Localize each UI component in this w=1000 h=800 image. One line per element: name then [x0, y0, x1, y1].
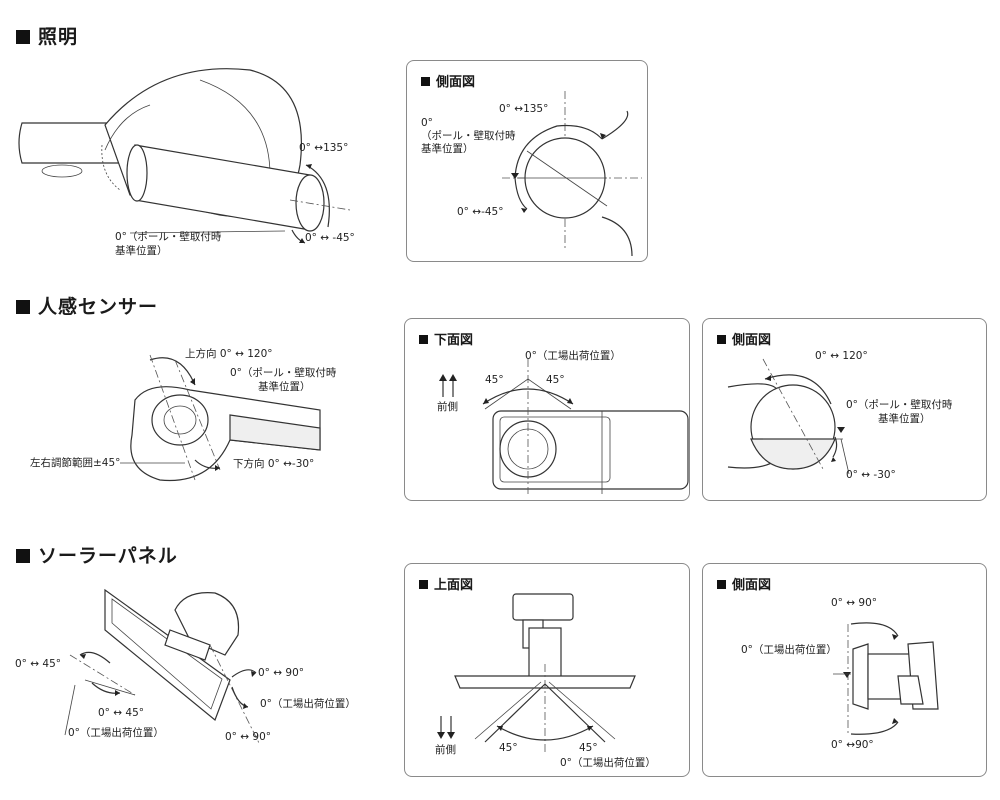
solar-side-angle-90-top-label: 0° ↔ 90° — [831, 597, 878, 609]
square-bullet-icon — [717, 335, 726, 344]
sensor-bottom-view-panel: 下面図 0°（工場出荷位置） 45° 45° 前側 — [404, 318, 690, 501]
solar-side-view-title: 側面図 — [717, 574, 771, 593]
lighting-angle-minus45-label: 0° ↔ -45° — [305, 232, 355, 244]
sensor-side-view-title-text: 側面図 — [732, 333, 772, 348]
lighting-side-angle-135-label: 0° ↔135° — [499, 103, 549, 115]
solar-side-view-diagram — [833, 622, 939, 735]
lighting-fixture-illustration — [18, 68, 351, 244]
solar-angle-45-top-label: 0° ↔ 45° — [15, 658, 62, 670]
sensor-bottom-45-left-label: 45° — [485, 374, 504, 386]
solar-top-view-title-text: 上面図 — [434, 578, 474, 593]
sensor-down-direction-label: 下方向 0° ↔-30° — [233, 458, 315, 470]
motion-sensor-illustration — [120, 354, 321, 482]
lighting-side-base-label-2: （ポール・壁取付時 — [421, 130, 516, 142]
section-title-motion-sensor-text: 人感センサー — [38, 296, 159, 318]
sensor-side-angle-minus30-label: 0° ↔ -30° — [846, 469, 896, 481]
sensor-up-direction-label: 上方向 0° ↔ 120° — [185, 348, 273, 360]
solar-top-view-title: 上面図 — [419, 574, 473, 593]
lighting-base-position-label-2: 基準位置） — [115, 245, 168, 257]
square-bullet-icon — [16, 300, 30, 314]
solar-top-45-left-label: 45° — [499, 742, 518, 754]
sensor-bottom-view-title: 下面図 — [419, 329, 473, 348]
solar-angle-90-bottom-label: 0° ↔ 90° — [225, 731, 272, 743]
lighting-side-view-panel: 側面図 0° ↔135° 0° （ポール・壁取付時 基準位置） 0° ↔-45° — [406, 60, 648, 262]
lighting-side-base-label-1: 0° — [421, 117, 433, 129]
solar-top-factory-label: 0°（工場出荷位置） — [560, 757, 656, 769]
section-title-solar-panel: ソーラーパネル — [16, 541, 178, 568]
lighting-angle-135-label: 0° ↔135° — [299, 142, 349, 154]
solar-top-45-right-label: 45° — [579, 742, 598, 754]
sensor-bottom-45-right-label: 45° — [546, 374, 565, 386]
sensor-lr-range-label: 左右調節範囲±45° — [30, 457, 121, 469]
sensor-side-base-label-2: 基準位置） — [878, 413, 931, 425]
square-bullet-icon — [421, 77, 430, 86]
section-title-lighting-text: 照明 — [38, 26, 79, 48]
solar-angle-45-bottom-label: 0° ↔ 45° — [98, 707, 145, 719]
square-bullet-icon — [717, 580, 726, 589]
sensor-side-view-title: 側面図 — [717, 329, 771, 348]
solar-factory-right-label: 0°（工場出荷位置） — [260, 698, 356, 710]
sensor-bottom-view-title-text: 下面図 — [434, 333, 474, 348]
sensor-base-position-label-1: 0°（ポール・壁取付時 — [230, 367, 337, 379]
solar-factory-left-label: 0°（工場出荷位置） — [68, 727, 164, 739]
lighting-side-base-label-3: 基準位置） — [421, 143, 474, 155]
section-title-lighting: 照明 — [16, 22, 78, 49]
sensor-bottom-front-label: 前側 — [437, 401, 458, 413]
sensor-side-angle-120-label: 0° ↔ 120° — [815, 350, 868, 362]
section-title-motion-sensor: 人感センサー — [16, 292, 158, 319]
lighting-main-drawing: 0° ↔135° 0°（ポール・壁取付時 基準位置） 0° ↔ -45° — [10, 55, 390, 270]
sensor-base-position-label-2: 基準位置） — [258, 381, 311, 393]
square-bullet-icon — [16, 549, 30, 563]
sensor-side-base-label-1: 0°（ポール・壁取付時 — [846, 399, 953, 411]
solar-side-view-panel: 側面図 0° ↔ 90° 0°（工場出荷位置） 0° ↔90° — [702, 563, 987, 777]
solar-main-drawing: 0° ↔ 45° 0° ↔ 45° 0°（工場出荷位置） 0° ↔ 90° 0°… — [10, 585, 390, 760]
sensor-main-drawing: 上方向 0° ↔ 120° 0°（ポール・壁取付時 基準位置） 左右調節範囲±4… — [20, 340, 390, 490]
sensor-side-view-panel: 側面図 0° ↔ 120° 0°（ポール・壁取付時 基準位置） 0° ↔ -30… — [702, 318, 987, 501]
sensor-side-view-diagram — [727, 358, 850, 475]
solar-panel-illustration — [64, 588, 261, 746]
sensor-bottom-view-diagram — [439, 359, 689, 494]
square-bullet-icon — [16, 30, 30, 44]
solar-top-front-label: 前側 — [435, 744, 456, 756]
solar-angle-90-top-label: 0° ↔ 90° — [258, 667, 305, 679]
lighting-side-view-title: 側面図 — [421, 71, 475, 90]
lighting-side-view-title-text: 側面図 — [436, 75, 476, 90]
solar-side-factory-label: 0°（工場出荷位置） — [741, 644, 837, 656]
solar-top-view-panel: 上面図 前側 45° 45° 0°（工場出荷位置） — [404, 563, 690, 777]
square-bullet-icon — [419, 335, 428, 344]
lighting-side-view-diagram — [502, 91, 642, 257]
lighting-side-angle-minus45-label: 0° ↔-45° — [457, 206, 504, 218]
solar-side-view-title-text: 側面図 — [732, 578, 772, 593]
solar-side-angle-90-bottom-label: 0° ↔90° — [831, 739, 874, 751]
sensor-bottom-factory-label: 0°（工場出荷位置） — [525, 350, 621, 362]
section-title-solar-panel-text: ソーラーパネル — [38, 545, 178, 567]
solar-top-view-diagram — [437, 593, 636, 754]
lighting-base-position-label-1: 0°（ポール・壁取付時 — [115, 231, 222, 243]
square-bullet-icon — [419, 580, 428, 589]
